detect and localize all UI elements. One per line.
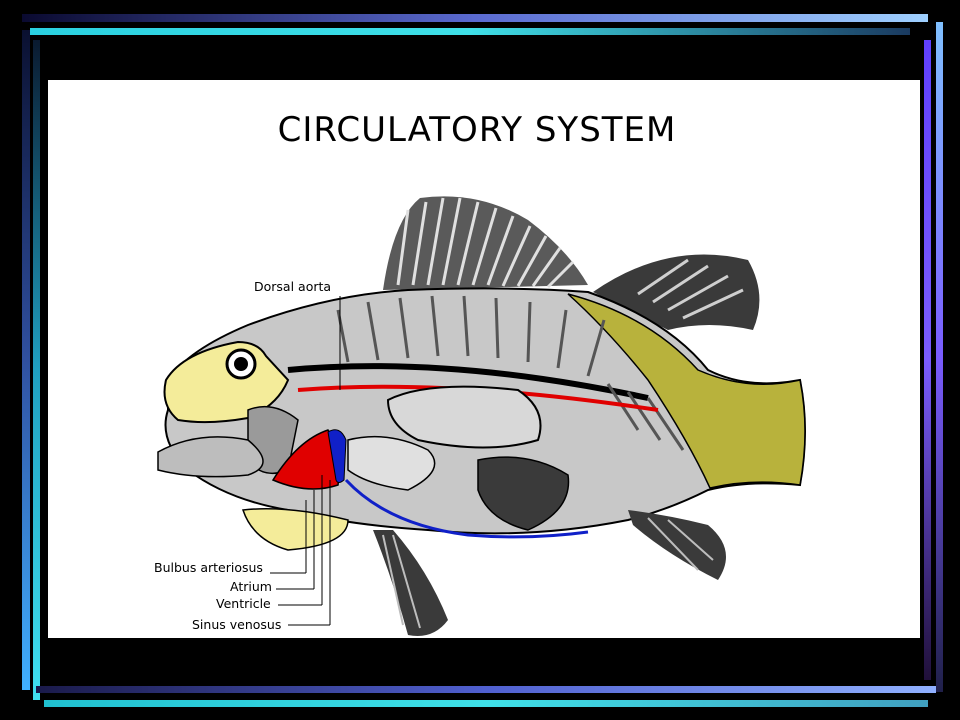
frame-left-bar-1 bbox=[22, 30, 30, 690]
heart-atrium bbox=[327, 429, 347, 483]
frame-bottom-bar-1 bbox=[36, 686, 936, 693]
leader-lines bbox=[270, 296, 341, 626]
frame-top-bar-2 bbox=[30, 28, 910, 35]
frame-left-bar-2 bbox=[33, 40, 40, 700]
frame-right-bar-1 bbox=[924, 40, 931, 680]
scales-region bbox=[567, 293, 806, 489]
frame-top-bar-1 bbox=[22, 14, 928, 22]
swim-bladder bbox=[386, 385, 542, 449]
vertebral-column bbox=[287, 295, 685, 451]
lower-jaw bbox=[157, 436, 264, 478]
fish-head bbox=[163, 340, 290, 424]
gonad bbox=[477, 456, 570, 531]
anal-fin bbox=[628, 510, 726, 580]
label-bulbus-arteriosus: Bulbus arteriosus bbox=[154, 560, 263, 575]
label-atrium: Atrium bbox=[230, 579, 272, 594]
label-ventricle: Ventricle bbox=[216, 596, 271, 611]
pupil bbox=[234, 357, 248, 371]
slide-content: CIRCULATORY SYSTEM bbox=[48, 80, 920, 638]
frame-bottom-bar-2 bbox=[44, 700, 928, 707]
label-dorsal-aorta: Dorsal aorta bbox=[254, 279, 332, 294]
pelvic-fin bbox=[373, 530, 448, 636]
slide-title: CIRCULATORY SYSTEM bbox=[277, 110, 677, 150]
intestine bbox=[347, 435, 436, 491]
frame-right-bar-2 bbox=[936, 22, 943, 692]
label-sinus-venosus: Sinus venosus bbox=[192, 617, 282, 632]
dorsal-fin bbox=[383, 196, 588, 290]
ventral-vein bbox=[344, 478, 589, 539]
fish-circulatory-diagram bbox=[157, 196, 806, 636]
